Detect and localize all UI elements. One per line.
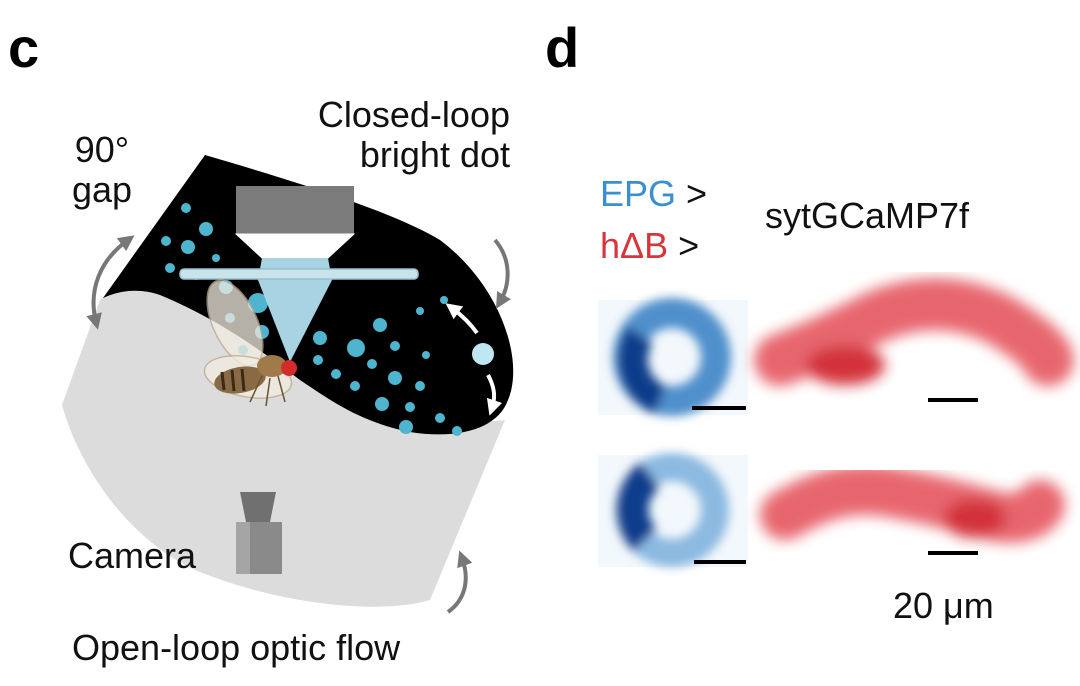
camera-label: Camera <box>68 535 197 576</box>
optic-flow-dots <box>161 203 462 436</box>
bright-dot <box>472 343 494 365</box>
fly <box>203 279 297 407</box>
hdb-image-bottom <box>760 464 1065 543</box>
camera <box>236 492 282 574</box>
gap-arrow <box>86 235 135 330</box>
gap-label: 90° gap <box>62 129 142 211</box>
hdb-image-top <box>754 278 1074 386</box>
panel-c-letter: c <box>8 16 40 79</box>
closed-loop-label: Closed-loop bright dot <box>272 94 510 176</box>
open-loop-arrow <box>446 550 473 614</box>
panel-d-letter: d <box>545 16 580 79</box>
gap-label-line1: 90° <box>74 129 130 170</box>
dome-arrow <box>493 238 511 309</box>
light-cone <box>258 258 332 362</box>
gap-label-line2: gap <box>71 169 133 211</box>
bright-dot-arrow-up <box>445 303 479 335</box>
objective-body <box>236 186 354 234</box>
closed-loop-label-line1: Closed-loop <box>317 94 510 135</box>
cylinder-screen <box>62 283 505 607</box>
epg-image-top <box>598 298 748 416</box>
indicator-label: sytGCaMP7f <box>765 195 970 236</box>
bright-dot-arrow-down <box>486 374 503 416</box>
stage-plate <box>179 268 419 280</box>
epg-driver: EPG <box>600 173 677 214</box>
epg-image-bottom <box>598 453 748 567</box>
driver-label: EPG > hΔB > <box>600 168 707 272</box>
hdb-driver: hΔB <box>600 225 669 267</box>
epg-driver-symbol: > <box>686 173 708 214</box>
closed-loop-label-line2: bright dot <box>359 134 510 176</box>
scale-label: 20 μm <box>893 585 994 626</box>
open-loop-label: Open-loop optic flow <box>72 627 401 668</box>
hdb-driver-symbol: > <box>678 225 700 267</box>
